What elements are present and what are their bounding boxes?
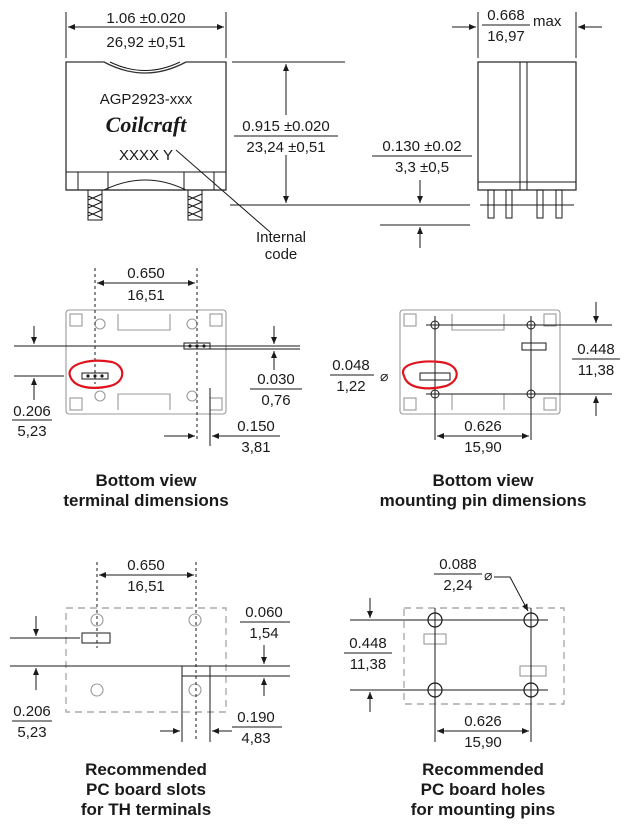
bt-offset-inch: 0.206 bbox=[13, 403, 51, 420]
width-mm: 26,92 ±0,51 bbox=[106, 34, 185, 51]
ph-caption-1: Recommended bbox=[422, 760, 544, 779]
standoff-dimension: 0.130 ±0.02 3,3 ±0,5 bbox=[372, 138, 472, 248]
ph-hole-dia-inch: 0.088 bbox=[439, 556, 477, 573]
internal-code-label-1: Internal bbox=[256, 229, 306, 246]
bt-offset-dim: 0.206 5,23 bbox=[12, 326, 52, 440]
standoff-mm: 3,3 ±0,5 bbox=[395, 159, 449, 176]
bm-row-spacing-inch: 0.448 bbox=[577, 341, 615, 358]
bottom-view-terminal bbox=[14, 268, 300, 440]
bt-terminal-width-inch: 0.030 bbox=[257, 371, 295, 388]
ps-caption-3: for TH terminals bbox=[81, 800, 211, 819]
bm-pin-dia-inch: 0.048 bbox=[332, 357, 370, 374]
bm-col-spacing-dim: 0.626 15,90 bbox=[437, 418, 529, 456]
bt-caption-1: Bottom view bbox=[95, 471, 197, 490]
height-mm: 23,24 ±0,51 bbox=[246, 139, 325, 156]
ps-offset-inch: 0.206 bbox=[13, 703, 51, 720]
ph-col-spacing-inch: 0.626 bbox=[464, 713, 502, 730]
ps-edge-dim: 0.190 4,83 bbox=[160, 709, 282, 747]
ph-hole-dia-mm: 2,24 bbox=[443, 577, 472, 594]
side-view bbox=[477, 61, 577, 219]
ps-slot-width-dim: 0.060 1,54 bbox=[240, 604, 290, 696]
bt-terminal-width-mm: 0,76 bbox=[261, 392, 290, 409]
width-inch: 1.06 ±0.020 bbox=[106, 10, 185, 27]
coilcraft-logo: Coilcraft bbox=[106, 112, 188, 137]
bm-col-spacing-inch: 0.626 bbox=[464, 418, 502, 435]
bt-terminal-width-dim: 0.030 0,76 bbox=[250, 326, 302, 409]
depth-mm: 16,97 bbox=[487, 28, 525, 45]
bm-pin-dia-mm: 1,22 bbox=[336, 378, 365, 395]
date-code: XXXX Y bbox=[119, 147, 173, 164]
height-inch: 0.915 ±0.020 bbox=[242, 118, 329, 135]
diameter-symbol: ⌀ bbox=[380, 368, 388, 384]
terminal-highlight bbox=[68, 359, 124, 389]
ph-col-spacing-mm: 15,90 bbox=[464, 734, 502, 751]
height-dimension: 0.915 ±0.020 23,24 ±0,51 bbox=[230, 61, 470, 206]
depth-inch: 0.668 bbox=[487, 7, 525, 24]
depth-max: max bbox=[533, 13, 562, 30]
bt-spacing-dim: 0.650 16,51 bbox=[97, 265, 195, 304]
bt-edge-dim: 0.150 3,81 bbox=[164, 388, 280, 456]
bm-row-spacing-mm: 11,38 bbox=[578, 362, 614, 379]
internal-code-label-2: code bbox=[265, 246, 298, 263]
terminal-left bbox=[87, 189, 103, 221]
ps-spacing-dim: 0.650 16,51 bbox=[99, 557, 194, 595]
depth-dimension: 0.668 16,97 max bbox=[452, 7, 602, 58]
ps-spacing-inch: 0.650 bbox=[127, 557, 165, 574]
bm-col-spacing-mm: 15,90 bbox=[464, 439, 502, 456]
ps-offset-mm: 5,23 bbox=[17, 724, 46, 741]
ph-hole-dia-dim: 0.088 2,24 ⌀ bbox=[434, 556, 529, 612]
width-dimension: 1.06 ±0.020 26,92 ±0,51 bbox=[65, 10, 227, 58]
bm-caption-1: Bottom view bbox=[432, 471, 534, 490]
bt-offset-mm: 5,23 bbox=[17, 423, 46, 440]
ph-caption-3: for mounting pins bbox=[411, 800, 555, 819]
internal-code-callout: Internal code bbox=[175, 149, 306, 263]
bt-caption-2: terminal dimensions bbox=[63, 491, 228, 510]
bm-row-spacing-dim: 0.448 11,38 bbox=[570, 302, 626, 416]
bt-spacing-mm: 16,51 bbox=[127, 287, 165, 304]
front-view: AGP2923-xxx Coilcraft XXXX Y bbox=[65, 61, 227, 221]
pcb-slots-pattern bbox=[10, 562, 290, 742]
ph-caption-2: PC board holes bbox=[421, 780, 546, 799]
ps-offset-dim: 0.206 5,23 bbox=[12, 616, 52, 741]
bm-caption-2: mounting pin dimensions bbox=[380, 491, 587, 510]
ps-slot-width-mm: 1,54 bbox=[249, 625, 278, 642]
ps-edge-mm: 4,83 bbox=[241, 730, 270, 747]
ph-row-spacing-dim: 0.448 11,38 bbox=[340, 598, 398, 712]
bt-edge-mm: 3,81 bbox=[241, 439, 270, 456]
ps-spacing-mm: 16,51 bbox=[127, 578, 165, 595]
ps-slot-width-inch: 0.060 bbox=[245, 604, 283, 621]
terminal-right bbox=[187, 189, 203, 221]
bt-edge-inch: 0.150 bbox=[237, 418, 275, 435]
pin-highlight bbox=[401, 360, 458, 390]
pcb-holes-pattern bbox=[350, 607, 565, 742]
bottom-view-mounting bbox=[399, 309, 612, 440]
ph-diameter-symbol: ⌀ bbox=[484, 567, 492, 583]
ph-row-spacing-inch: 0.448 bbox=[349, 635, 387, 652]
ph-col-spacing-dim: 0.626 15,90 bbox=[437, 713, 529, 751]
ps-edge-inch: 0.190 bbox=[237, 709, 275, 726]
bm-pin-dia-dim: 0.048 1,22 ⌀ bbox=[330, 357, 388, 395]
ps-caption-1: Recommended bbox=[85, 760, 207, 779]
standoff-inch: 0.130 ±0.02 bbox=[382, 138, 461, 155]
bt-spacing-inch: 0.650 bbox=[127, 265, 165, 282]
ph-row-spacing-mm: 11,38 bbox=[350, 656, 386, 673]
ps-caption-2: PC board slots bbox=[86, 780, 206, 799]
part-number: AGP2923-xxx bbox=[100, 91, 193, 108]
